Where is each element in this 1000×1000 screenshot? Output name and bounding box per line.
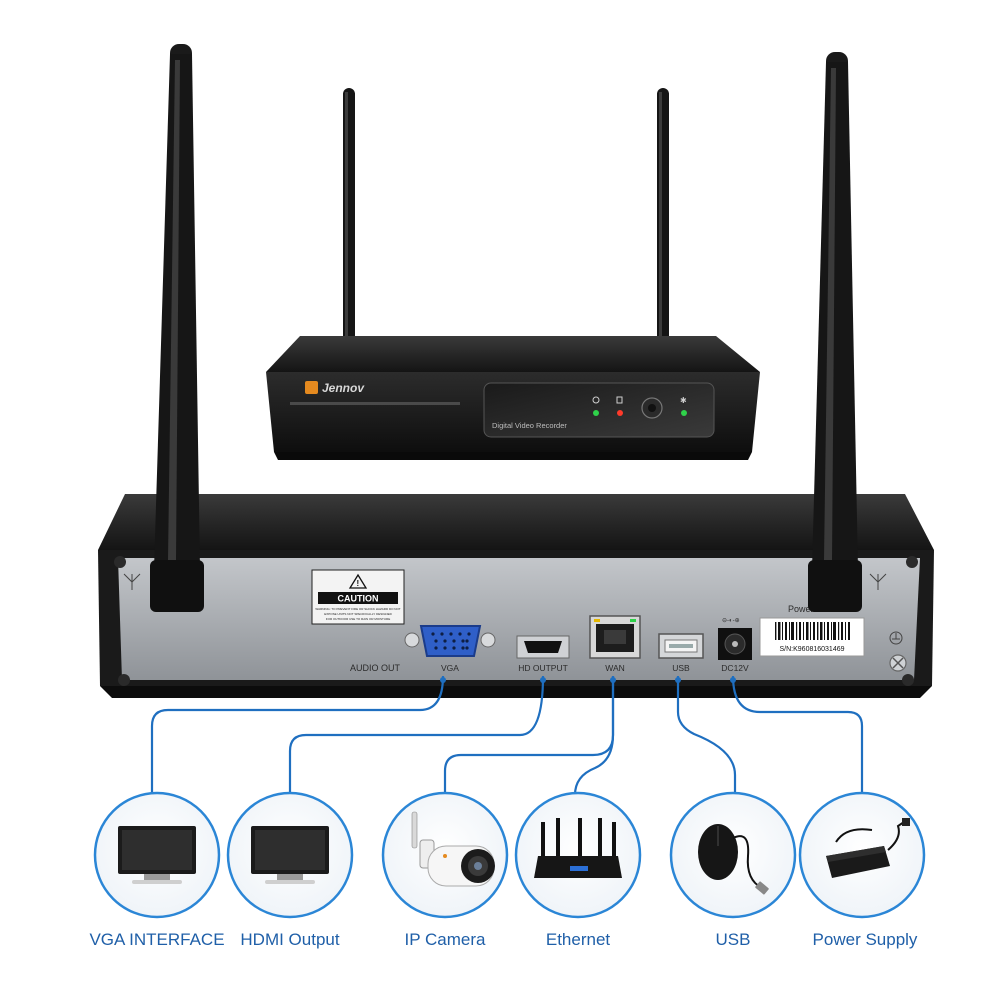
device-vga-monitor — [93, 791, 221, 919]
svg-text:WARNING: TO PREVENT FIRE OR SH: WARNING: TO PREVENT FIRE OR SHOCK HAZARD… — [315, 607, 400, 611]
line-hdmi — [288, 675, 545, 800]
svg-text:!: ! — [357, 579, 360, 588]
mouse-icon — [698, 824, 769, 895]
power-led-icon — [592, 396, 600, 416]
line-power — [731, 675, 864, 800]
brand-logo: Jennov — [305, 381, 365, 395]
device-power-adapter — [798, 791, 926, 919]
connection-lines — [150, 675, 864, 800]
wan-port[interactable]: WAN — [589, 615, 641, 673]
audio-out-label: AUDIO OUT — [350, 663, 401, 673]
caption-hdmi-output: HDMI Output — [240, 930, 340, 949]
antenna-symbol-left-icon — [123, 573, 141, 590]
antenna-rear-right — [657, 88, 669, 348]
caption-power-supply: Power Supply — [812, 930, 918, 949]
caption-usb: USB — [715, 930, 751, 949]
antenna-symbol-right-icon — [869, 573, 887, 590]
barcode-icon — [775, 622, 850, 640]
power-label: Power — [788, 604, 814, 614]
device-router — [514, 791, 642, 919]
device-usb-mouse — [669, 791, 797, 919]
ground-screw-icon — [889, 654, 907, 672]
hdmi-label: HD OUTPUT — [518, 663, 568, 673]
line-ethernet — [573, 676, 615, 800]
hdmi-port[interactable]: HD OUTPUT — [516, 635, 570, 673]
power-adapter-icon — [826, 818, 910, 878]
vga-label: VGA — [441, 663, 459, 673]
device-hdmi-monitor — [226, 791, 354, 919]
ground-symbol-icon — [889, 631, 903, 645]
router-icon — [534, 818, 622, 878]
caption-vga-interface: VGA INTERFACE — [89, 930, 225, 949]
nvr-front-unit: Jennov Digital Video Recorder ✱ — [266, 88, 760, 460]
usb-label: USB — [672, 663, 690, 673]
serial-sticker: S/N:K960816031469 — [759, 617, 865, 657]
dc-label: DC12V — [721, 663, 749, 673]
wan-label: WAN — [605, 663, 625, 673]
caution-label: ! CAUTION WARNING: TO PREVENT FIRE OR SH… — [311, 569, 405, 625]
vga-port[interactable]: VGA — [404, 625, 496, 673]
line-vga — [150, 675, 445, 800]
antenna-right — [808, 52, 862, 612]
line-usb — [676, 676, 737, 800]
model-label: Digital Video Recorder — [492, 421, 567, 430]
ip-camera-icon — [411, 811, 495, 887]
device-ip-camera — [381, 791, 509, 919]
svg-text:⊖-◐-⊕: ⊖-◐-⊕ — [722, 618, 740, 624]
antenna-left — [150, 44, 204, 612]
monitor-icon — [251, 826, 329, 884]
svg-text:EXPOSE UNITS NOT SPECIFICALLY: EXPOSE UNITS NOT SPECIFICALLY DESIGNED — [324, 612, 392, 616]
svg-text:✱: ✱ — [680, 396, 687, 405]
svg-text:CAUTION: CAUTION — [338, 594, 379, 604]
dc-power-port[interactable]: ⊖-◐-⊕ DC12V — [718, 618, 752, 673]
nvr-rear-unit: ! CAUTION WARNING: TO PREVENT FIRE OR SH… — [98, 44, 934, 698]
svg-text:Jennov: Jennov — [322, 381, 365, 395]
ir-receiver-icon — [641, 397, 663, 419]
network-led-icon: ✱ — [680, 396, 687, 416]
caption-ethernet: Ethernet — [545, 930, 611, 949]
usb-port[interactable]: USB — [658, 633, 704, 673]
caption-ip-camera: IP Camera — [404, 930, 486, 949]
hdd-led-icon — [616, 396, 623, 416]
monitor-icon — [118, 826, 196, 884]
svg-text:FOR OUTDOOR USE TO RAIN OR MOI: FOR OUTDOOR USE TO RAIN OR MOISTURE — [326, 617, 390, 621]
svg-text:S/N:K960816031469: S/N:K960816031469 — [780, 646, 845, 653]
antenna-rear-left — [343, 88, 355, 348]
